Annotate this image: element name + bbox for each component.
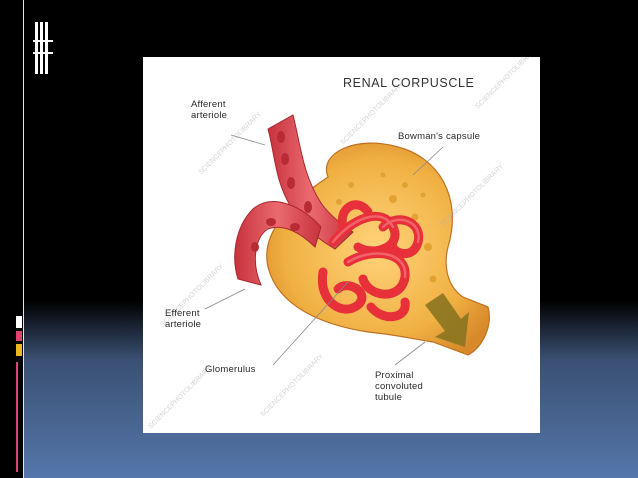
diagram-title: RENAL CORPUSCLE <box>343 76 475 90</box>
label-glomerulus: Glomerulus <box>205 364 256 375</box>
left-decor-line <box>23 0 24 478</box>
label-bowmans-capsule: Bowman's capsule <box>398 131 481 142</box>
afferent-arteriole-shape <box>267 114 354 250</box>
diagram-illustration: SCIENCEPHOTOLIBRARY SCIENCEPHOTOLIBRARY … <box>147 57 540 431</box>
label-afferent-arteriole: Afferent arteriole <box>191 99 228 121</box>
watermark-7: SCIENCEPHOTOLIBRARY <box>474 57 540 110</box>
label-efferent-arteriole: Efferent arteriole <box>165 308 202 330</box>
watermark-2: SCIENCEPHOTOLIBRARY <box>339 81 405 147</box>
capsule-cells <box>336 172 437 283</box>
left-decor-strip <box>0 0 24 478</box>
leader-lines <box>204 134 444 366</box>
red-blood-cells <box>251 131 312 252</box>
watermark-5: SCIENCEPHOTOLIBRARY <box>259 353 325 419</box>
watermark-6: SCIENCEPHOTOLIBRARY <box>147 365 213 431</box>
side-color-marks <box>16 316 23 475</box>
renal-corpuscle-diagram: SCIENCEPHOTOLIBRARY SCIENCEPHOTOLIBRARY … <box>143 57 540 433</box>
label-proximal-convoluted-tubule: Proximal convoluted tubule <box>375 370 423 403</box>
corner-decoration <box>33 22 53 74</box>
tubule-flow-arrow <box>425 293 469 347</box>
